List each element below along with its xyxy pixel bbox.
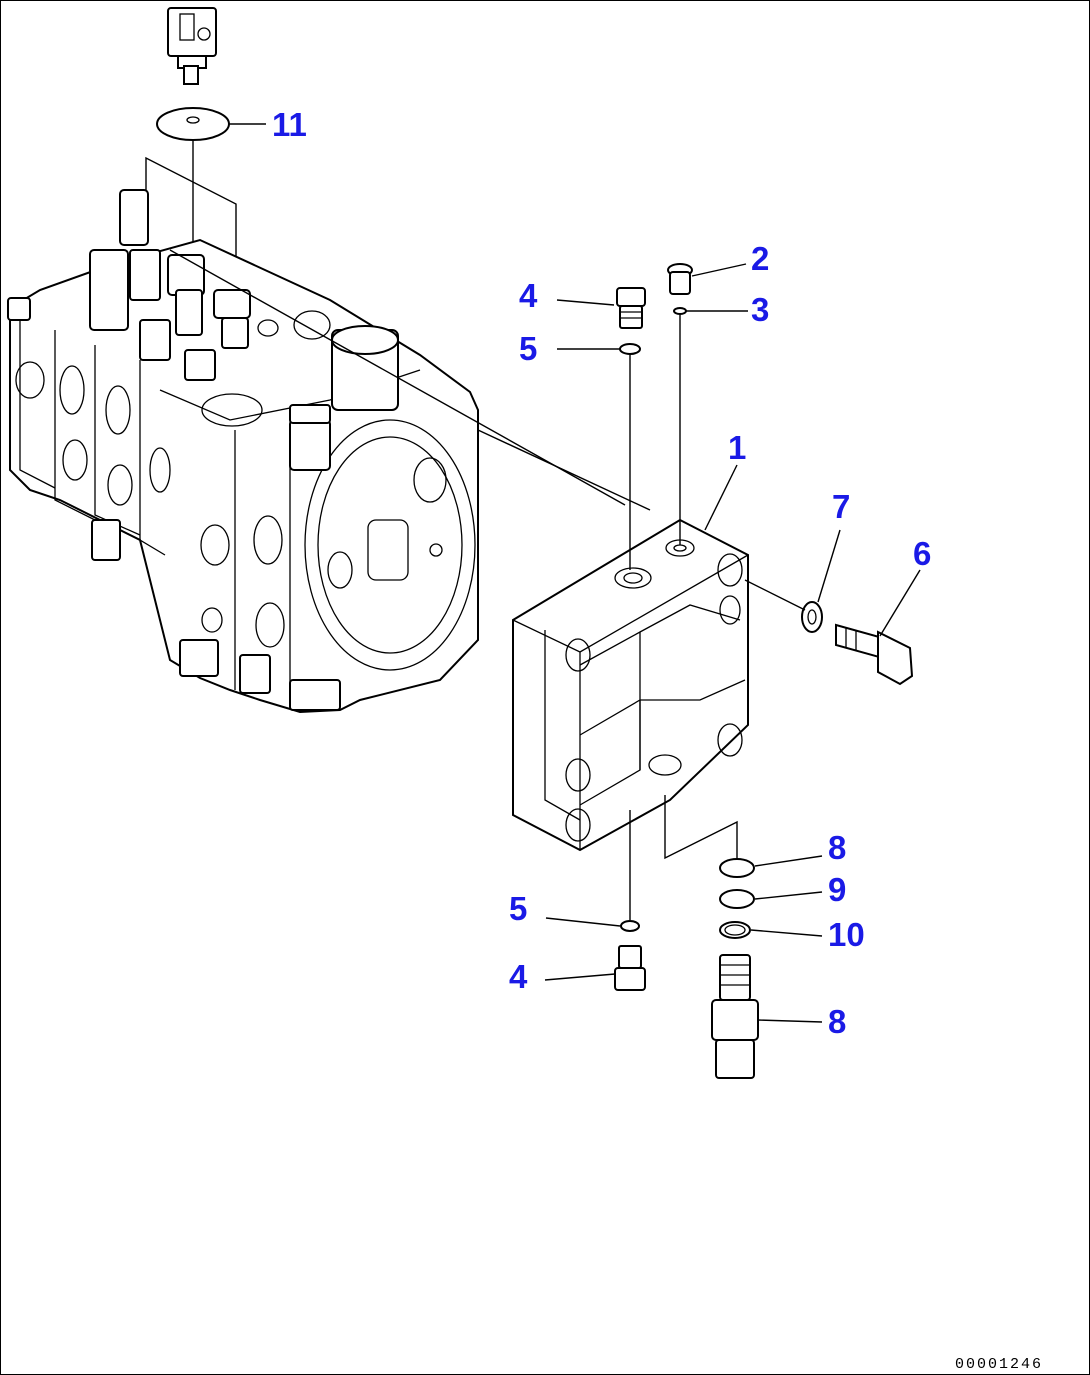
control-valve-assembly [7, 7, 479, 714]
callout-2: 2 [751, 240, 769, 277]
o-ring-part-5-upper [619, 343, 641, 355]
washer-part-11 [156, 107, 230, 250]
plug-part-4-lower [614, 945, 646, 991]
callout-5-upper: 5 [519, 330, 537, 367]
assembly-line-lower [477, 429, 651, 511]
callout-3: 3 [751, 291, 769, 328]
callout-9: 9 [828, 871, 846, 908]
washer-part-7 [801, 601, 823, 633]
drawing-code: 00001246 [955, 1356, 1043, 1373]
plug-part-4-upper [616, 287, 646, 329]
o-ring-part-8 [719, 858, 755, 878]
callout-11: 11 [272, 106, 307, 143]
o-ring-part-5-lower [620, 920, 640, 932]
plug-part-2 [667, 263, 693, 295]
callout-6: 6 [913, 535, 931, 572]
callout-1: 1 [728, 429, 746, 466]
callout-4-lower: 4 [509, 958, 528, 995]
callout-7: 7 [832, 488, 850, 525]
o-ring-part-3 [673, 307, 687, 315]
callout-8-upper: 8 [828, 829, 846, 866]
callout-10: 10 [828, 916, 865, 953]
callout-labels: 11 2 3 4 5 1 7 6 8 9 5 10 4 8 [272, 106, 931, 1040]
callout-5-lower: 5 [509, 890, 527, 927]
leader-lines [228, 123, 921, 1023]
backup-ring-part-9 [719, 889, 755, 909]
callout-4-upper: 4 [519, 277, 538, 314]
block-part-1 [512, 518, 749, 852]
bolt-part-6 [835, 623, 914, 686]
clevis-part [167, 7, 217, 85]
callout-8-lower: 8 [828, 1003, 846, 1040]
valve-part-8 [711, 954, 759, 1079]
